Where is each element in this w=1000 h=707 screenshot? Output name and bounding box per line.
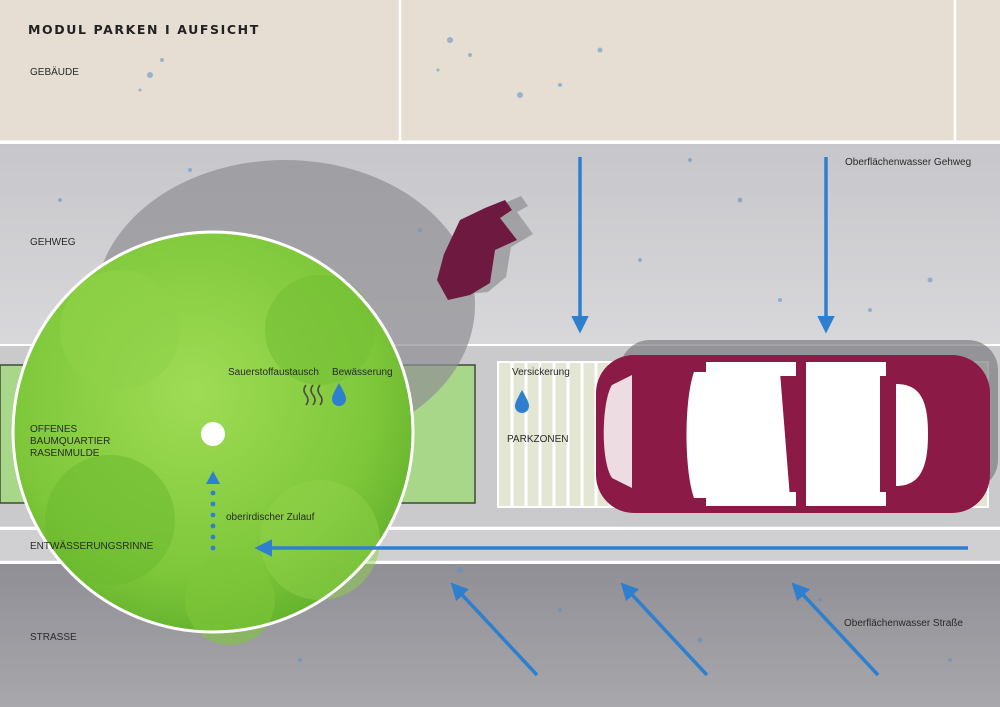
street-label: STRASSE	[30, 632, 77, 643]
page-title: MODUL PARKEN I AUFSICHT	[28, 22, 260, 37]
street-runoff-arrow-3	[791, 582, 880, 677]
gutter-label: ENTWÄSSERUNGSRINNE	[30, 541, 154, 552]
water-drop-icon	[332, 383, 346, 406]
water-splashes	[58, 37, 952, 662]
tree-quarter-label-2: BAUMQUARTIER	[30, 436, 111, 447]
building-label: GEBÄUDE	[30, 67, 79, 78]
infiltration-label: Versickerung	[512, 367, 570, 378]
tree-quarter-label-3: RASENMULDE	[30, 448, 100, 459]
sidewalk-label: GEHWEG	[30, 237, 76, 248]
street-runoff-arrow-2	[620, 582, 709, 677]
oxygen-label: Sauerstoffaustausch	[228, 367, 319, 378]
trunk-marker	[201, 422, 225, 446]
inflow-label: oberirdischer Zulauf	[226, 512, 315, 523]
car-icon	[596, 340, 998, 513]
building-zone	[0, 0, 1000, 143]
crown-outline	[11, 230, 415, 634]
tree-quarter-label-1: OFFENES	[30, 424, 78, 435]
heat-waves-icon	[303, 384, 323, 406]
inflow-arrow	[206, 471, 220, 551]
parking-label: PARKZONEN	[507, 434, 569, 445]
street-runoff-label: Oberflächenwasser Straße	[844, 618, 963, 629]
irrigation-label: Bewässerung	[332, 367, 393, 378]
street-runoff-arrow-1	[450, 582, 539, 677]
pedestrian-icon	[437, 196, 533, 300]
sidewalk-runoff-label: Oberflächenwasser Gehweg	[845, 157, 972, 168]
runoff-arrows	[254, 157, 968, 677]
water-drop-icon	[515, 390, 529, 413]
